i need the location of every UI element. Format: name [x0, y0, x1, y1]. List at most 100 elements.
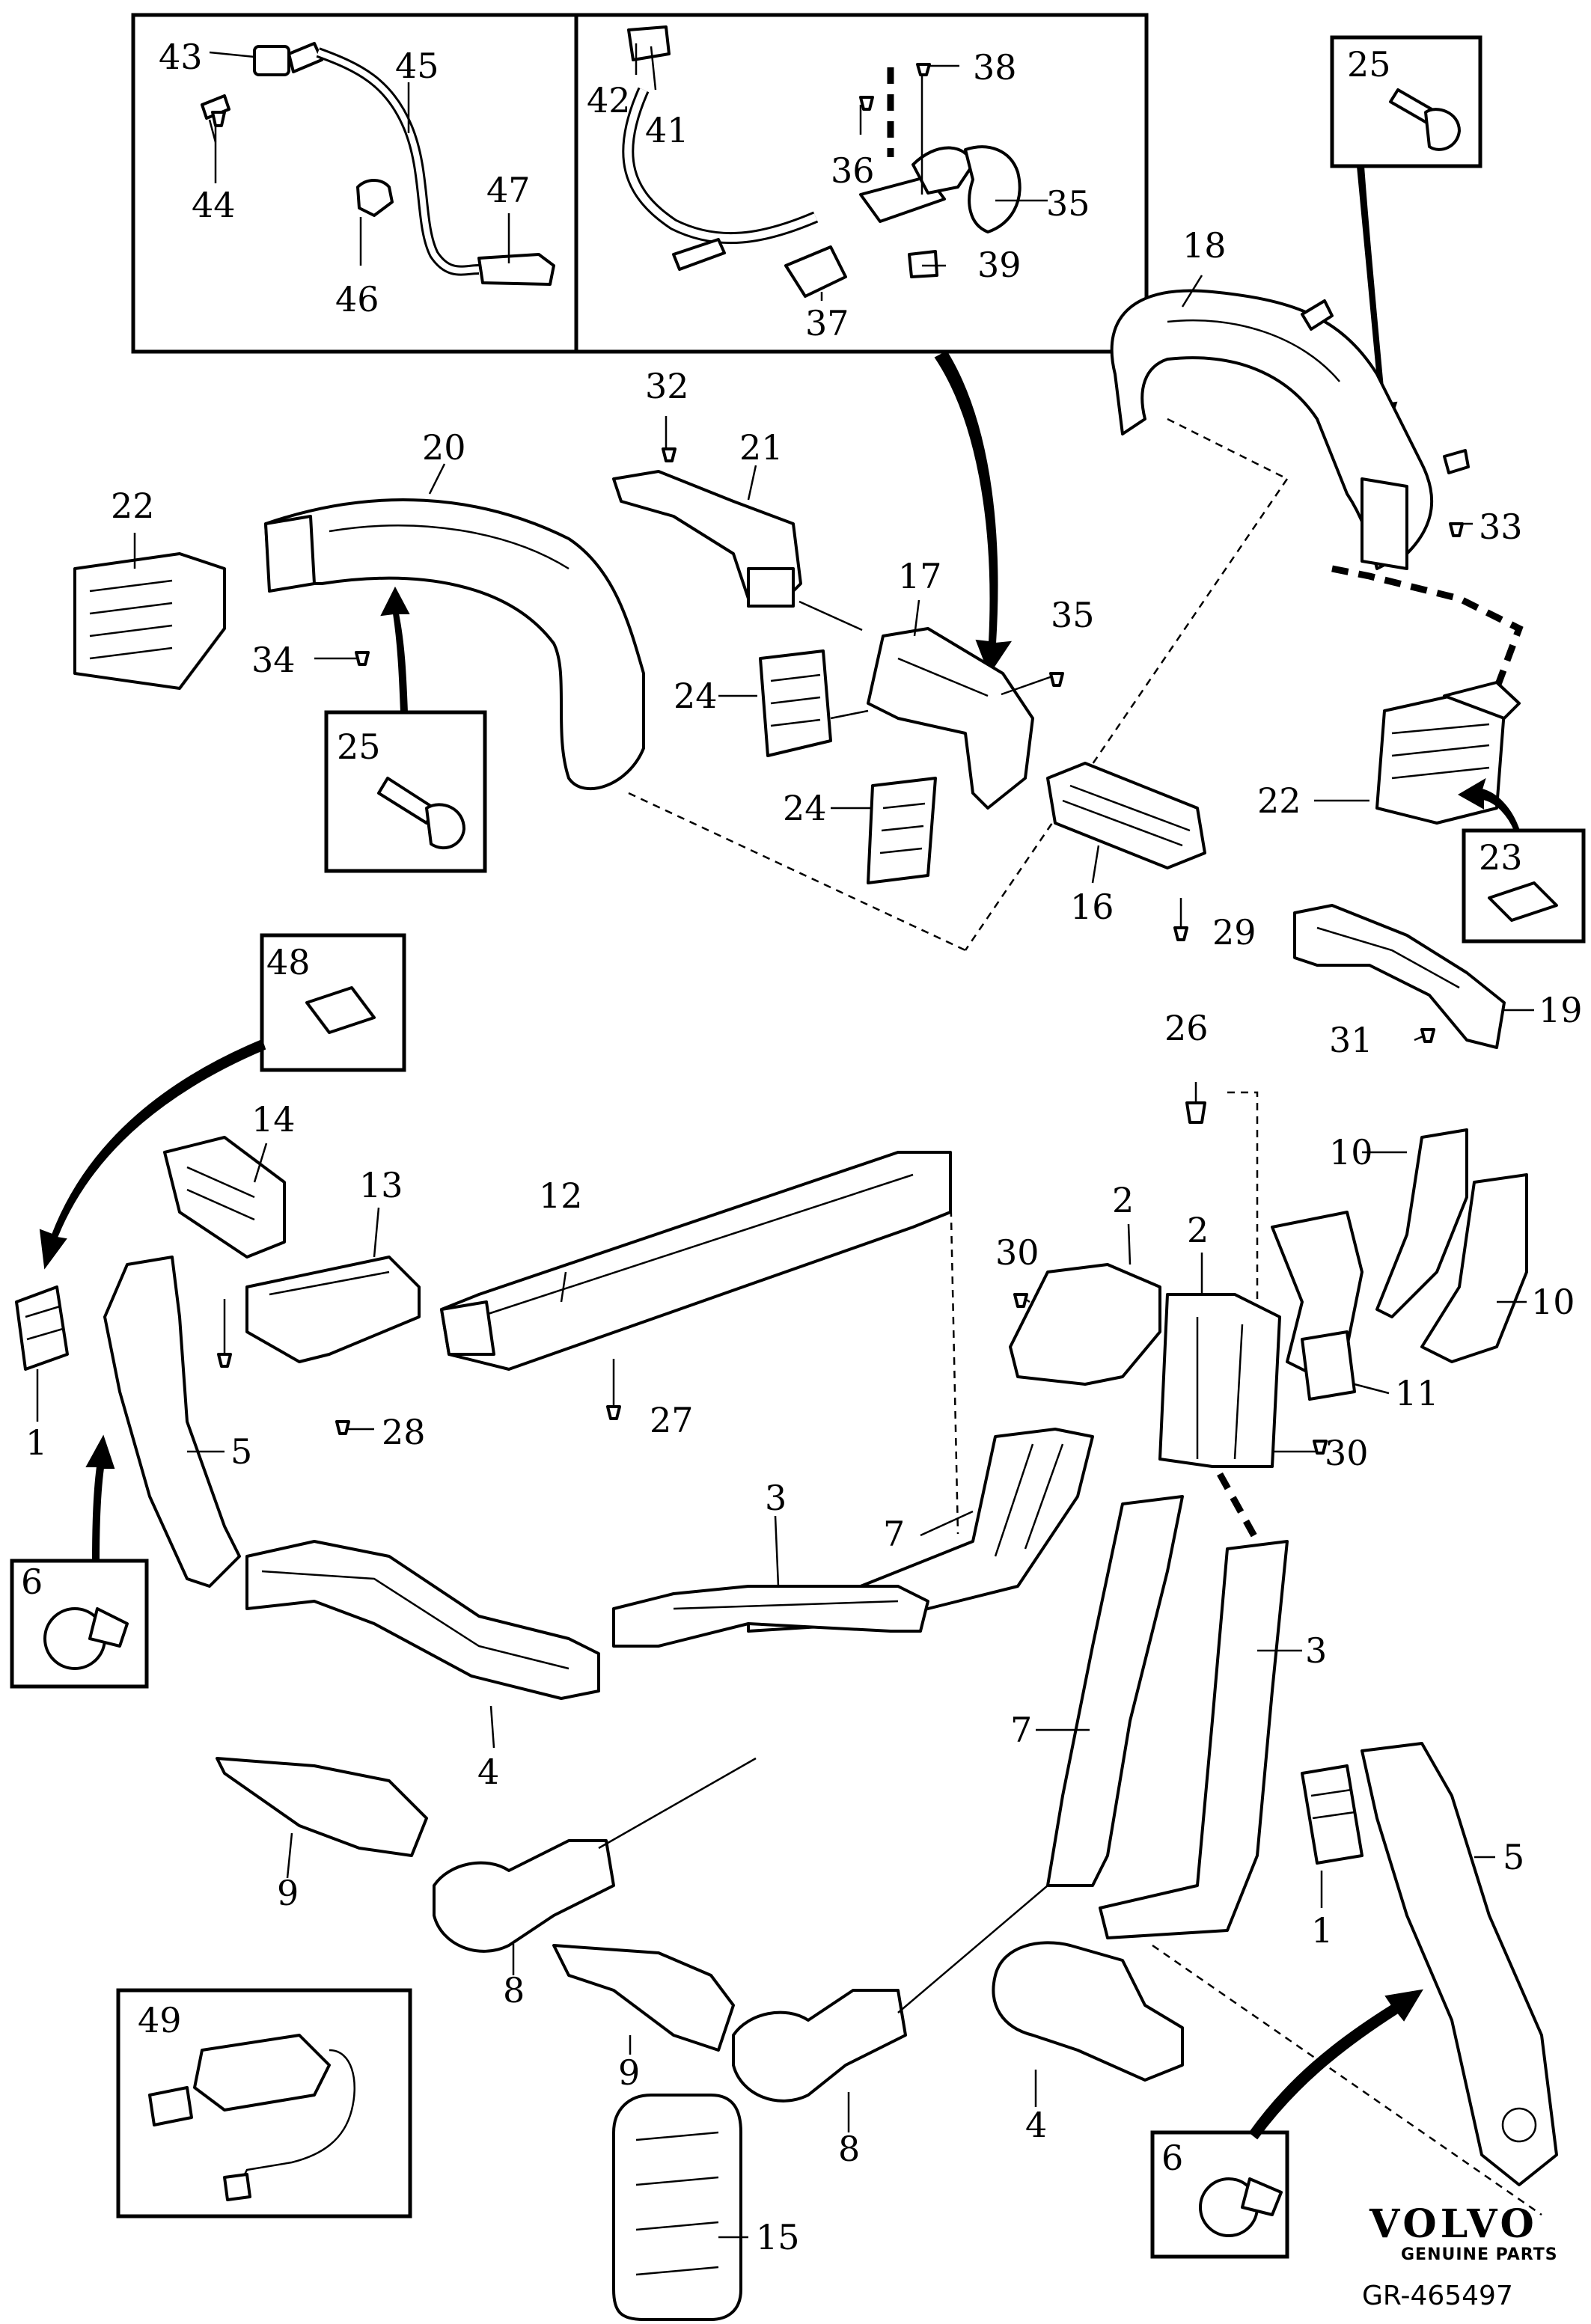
label-24-lower: 24 [783, 788, 827, 828]
label-15: 15 [756, 2217, 800, 2257]
clip-23 [1488, 881, 1558, 922]
duct-4-upper [245, 1540, 600, 1700]
vent-1-right [1301, 1764, 1364, 1865]
label-49: 49 [138, 2000, 182, 2040]
label-8-upper: 8 [503, 1970, 525, 2010]
label-37: 37 [805, 303, 849, 343]
duct-8-upper [433, 1839, 615, 1953]
arrow-23 [1457, 777, 1521, 831]
vent-22-right [1375, 681, 1521, 825]
vent-15 [612, 2094, 742, 2321]
label-38: 38 [973, 47, 1017, 88]
label-25-top: 25 [1347, 44, 1391, 85]
label-5-left: 5 [230, 1431, 252, 1472]
duct-12 [440, 1151, 952, 1371]
duct-18 [1110, 289, 1470, 570]
drain-hose-assembly [201, 42, 555, 286]
label-21: 21 [739, 427, 784, 468]
inset-box-49 [116, 1988, 412, 2218]
vent-1-left [15, 1285, 69, 1371]
label-33: 33 [1479, 507, 1523, 547]
duct-5-left [103, 1256, 241, 1588]
label-10-a: 10 [1329, 1132, 1373, 1172]
label-6-left: 6 [21, 1562, 43, 1602]
duct-2-center [1158, 1293, 1281, 1468]
vent-24-upper [759, 649, 832, 757]
duct-10-a [1375, 1128, 1468, 1318]
duct-10-b [1420, 1173, 1528, 1363]
duct-13 [245, 1256, 421, 1363]
label-7-upper: 7 [883, 1514, 905, 1554]
vent-9-lower [552, 1944, 735, 2052]
duct-20 [264, 498, 645, 791]
label-29: 29 [1212, 912, 1256, 952]
callout-labels: 43 44 45 46 47 42 41 38 36 35 39 37 25 1… [21, 37, 1583, 2257]
duct-3-lower [1099, 1540, 1289, 1939]
label-16: 16 [1070, 887, 1114, 927]
vent-14 [163, 1136, 286, 1259]
duct-3-upper [612, 1585, 929, 1648]
screw-group [211, 63, 1464, 1455]
label-23: 23 [1479, 837, 1523, 878]
label-31: 31 [1329, 1020, 1373, 1060]
label-25-left: 25 [337, 727, 381, 767]
clip-6-left [43, 1607, 129, 1670]
arrow-48 [39, 1039, 266, 1270]
grille-16 [1046, 762, 1206, 869]
duct-4-lower [992, 1941, 1184, 2082]
clip-48 [305, 986, 376, 1034]
label-28: 28 [382, 1412, 426, 1452]
sensor-25-top [1389, 88, 1461, 151]
label-2-left: 2 [1112, 1180, 1134, 1220]
inset-box-sensor-hose [574, 13, 1149, 354]
inset-box-6-right [1150, 2130, 1289, 2259]
label-7-lower: 7 [1010, 1710, 1032, 1750]
volvo-logo: VOLVO [1369, 2201, 1538, 2247]
duct-2-left [1009, 1263, 1161, 1386]
duct-7-lower [1046, 1495, 1184, 1887]
label-44: 44 [192, 185, 236, 225]
label-41: 41 [645, 110, 689, 150]
inset-box-6-left [10, 1559, 149, 1689]
duct-5-right [1361, 1742, 1558, 2186]
label-22-left: 22 [111, 486, 155, 526]
label-20: 20 [422, 427, 466, 468]
label-27: 27 [650, 1400, 694, 1440]
label-22-right: 22 [1257, 780, 1301, 821]
clip-6-right [1199, 2177, 1283, 2237]
label-12: 12 [539, 1175, 583, 1216]
label-48: 48 [266, 942, 311, 982]
label-4-lower: 4 [1025, 2105, 1047, 2145]
label-43: 43 [159, 37, 203, 77]
inset-box-48 [260, 933, 406, 1072]
label-42: 42 [587, 80, 631, 120]
label-11: 11 [1395, 1373, 1439, 1413]
arrow-6-right [1248, 1989, 1423, 2140]
sensor-hose-assembly [622, 25, 1022, 298]
label-13: 13 [359, 1165, 403, 1205]
label-32: 32 [645, 366, 689, 406]
label-30-upper: 30 [995, 1232, 1039, 1273]
label-2-center: 2 [1187, 1210, 1209, 1250]
vent-22-left [73, 552, 226, 690]
label-18: 18 [1182, 225, 1227, 266]
label-35-top: 35 [1046, 183, 1090, 224]
label-17: 17 [898, 556, 942, 596]
bracket-11 [1271, 1211, 1364, 1401]
label-36: 36 [831, 150, 875, 191]
label-8-lower: 8 [838, 2129, 860, 2169]
arrow-6-left [85, 1434, 115, 1562]
logo-tagline: GENUINE PARTS [1401, 2245, 1558, 2264]
label-46: 46 [335, 279, 379, 319]
vent-9-upper [216, 1757, 428, 1857]
label-3-lower: 3 [1305, 1630, 1327, 1671]
duct-17 [867, 627, 1034, 810]
label-1-left: 1 [25, 1422, 47, 1463]
label-35-mid: 35 [1051, 595, 1095, 635]
inset-arrow-large [934, 350, 1013, 676]
vent-24-lower [867, 777, 937, 884]
label-26: 26 [1164, 1008, 1209, 1048]
label-3-upper: 3 [765, 1478, 787, 1518]
inset-box-23 [1462, 828, 1586, 944]
